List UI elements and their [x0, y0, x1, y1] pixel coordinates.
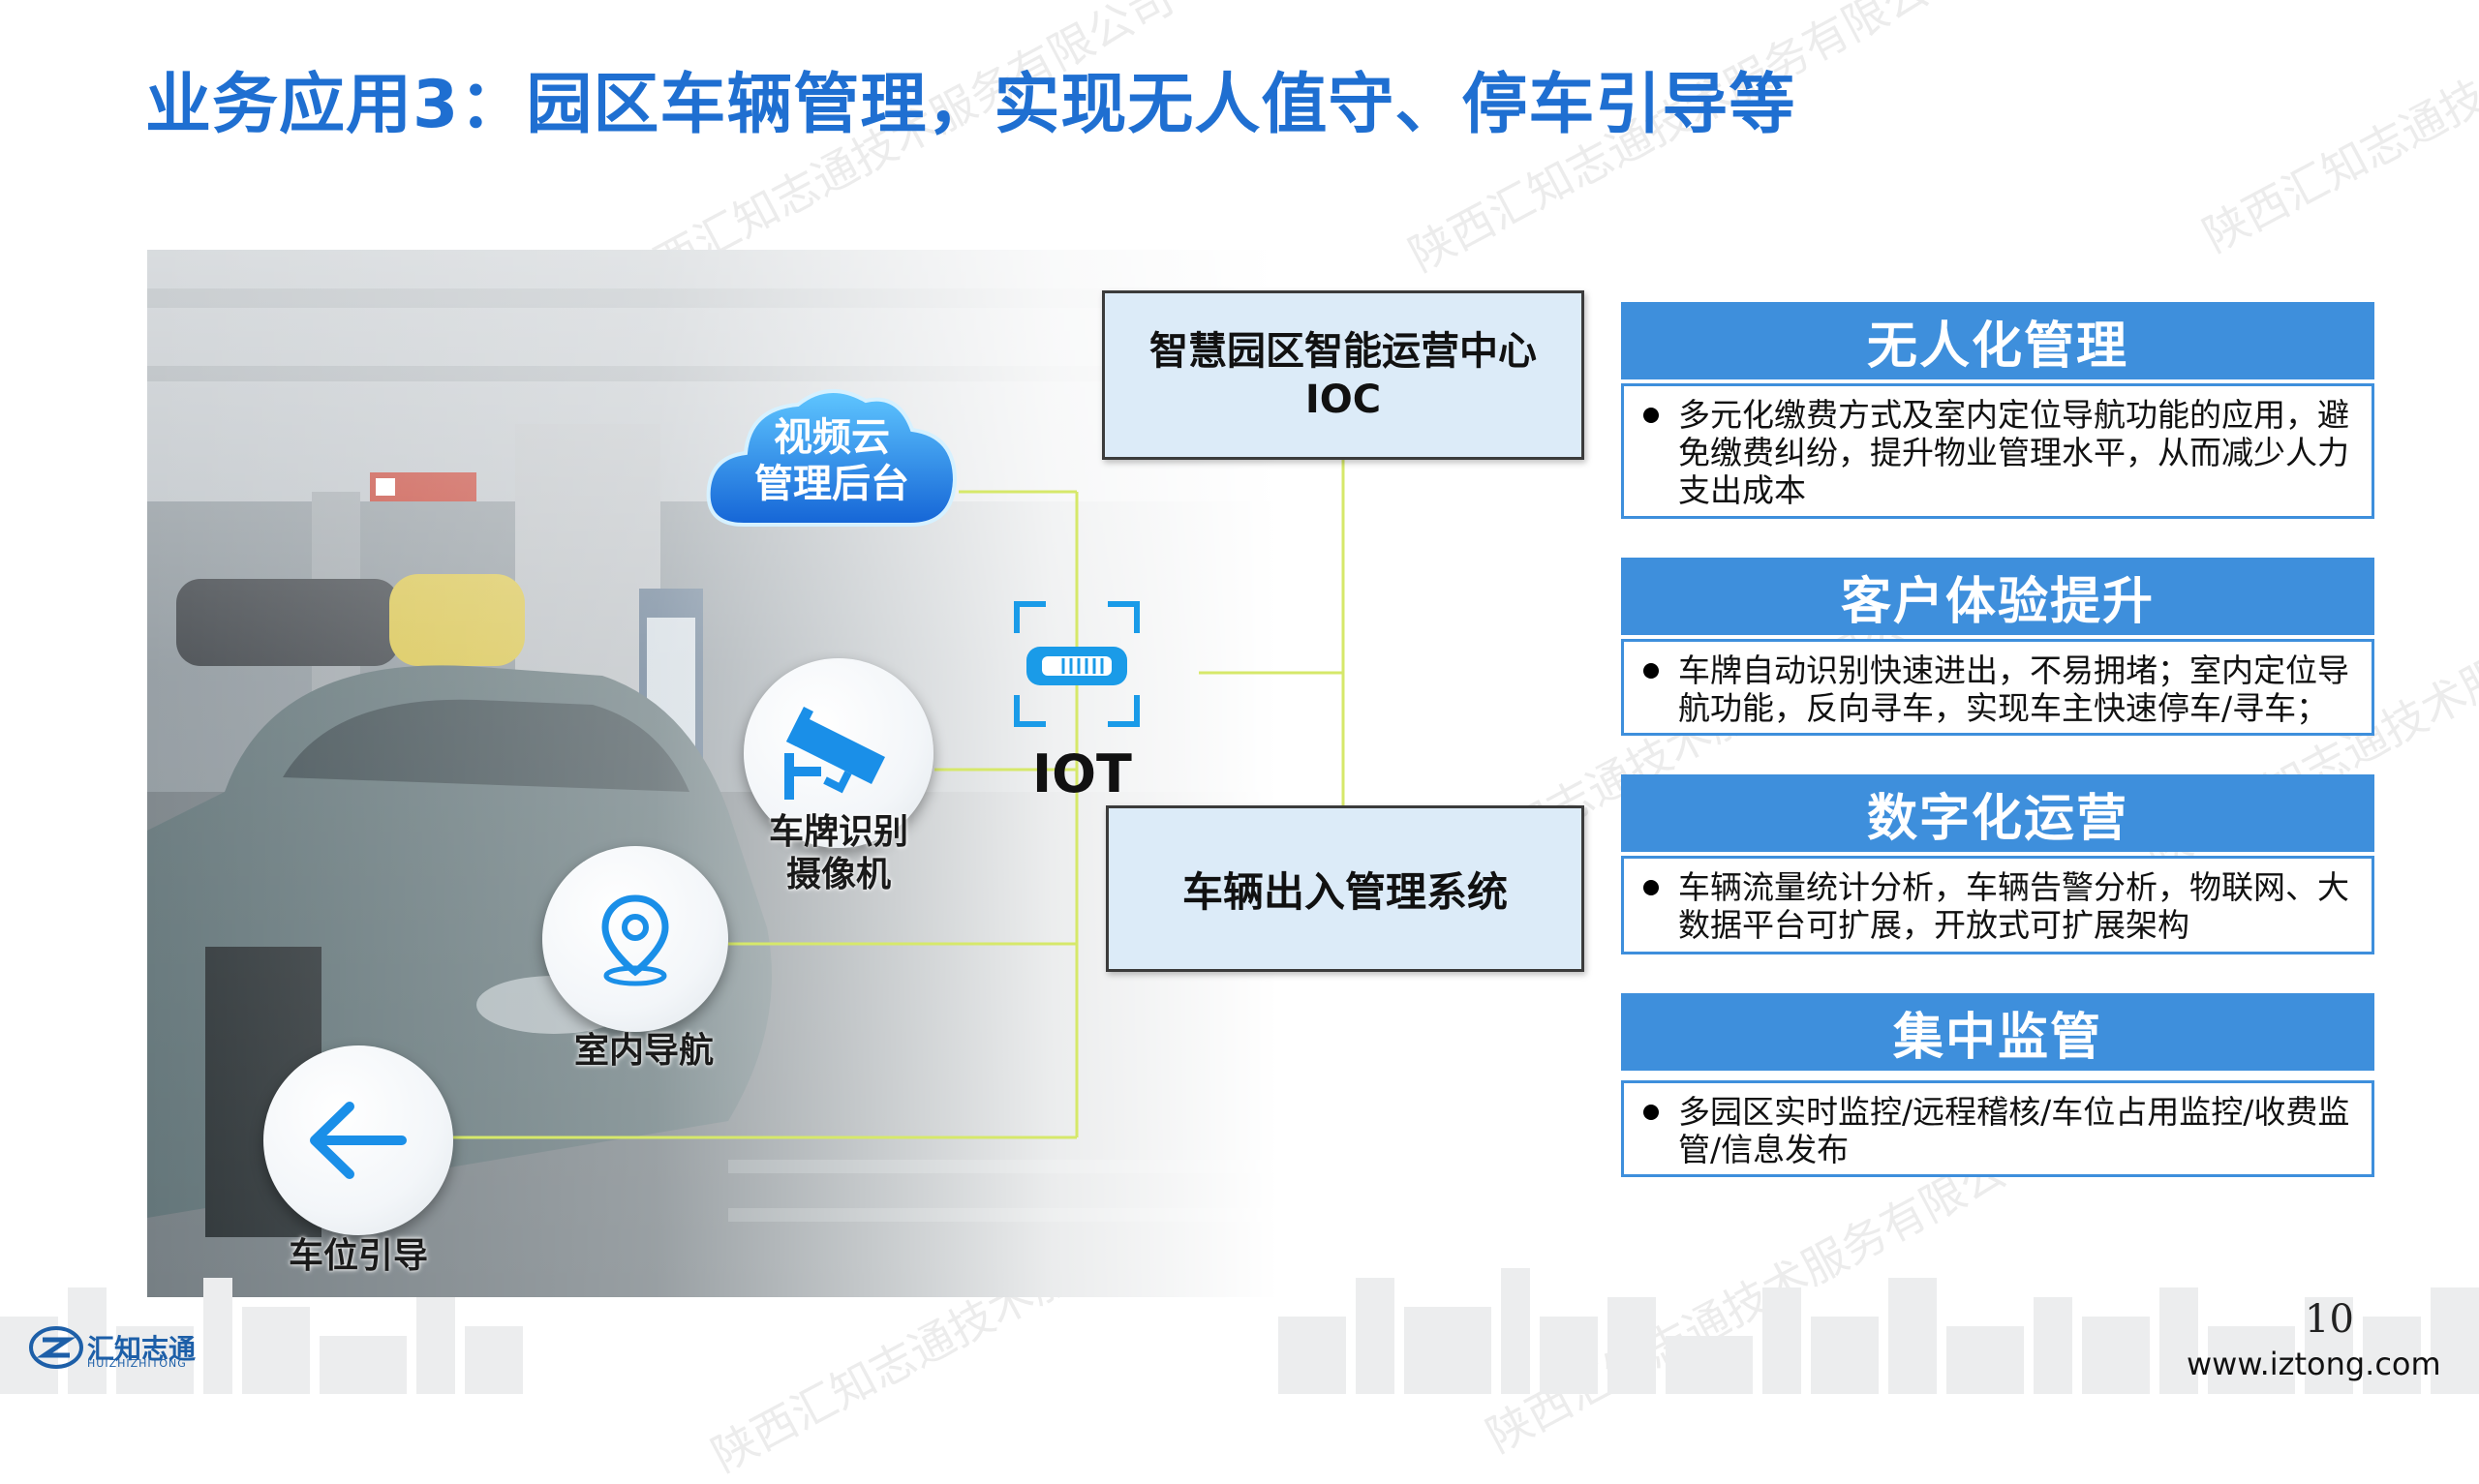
camera-label-2: 摄像机: [785, 855, 891, 894]
bullet-icon: [1643, 880, 1659, 895]
logo-icon: [29, 1326, 83, 1369]
panel-text: 多园区实时监控/远程稽核/车位占用监控/收费监管/信息发布: [1678, 1093, 2350, 1168]
navigation-node[interactable]: [542, 846, 728, 1032]
panel-title: 客户体验提升: [1840, 572, 2155, 631]
panel-title: 无人化管理: [1866, 317, 2128, 376]
connector-lines: [453, 460, 1345, 1139]
cloud-label-1: 视频云: [774, 415, 890, 460]
panel-title: 集中监管: [1892, 1008, 2102, 1067]
video-cloud-node[interactable]: 视频云 管理后台: [705, 379, 959, 534]
ioc-box[interactable]: 智慧园区智能运营中心 IOC: [1102, 290, 1584, 460]
panel-header-digital: 数字化运营: [1621, 774, 2374, 852]
camera-label-1: 车牌识别: [768, 812, 908, 852]
panel-header-unmanned: 无人化管理: [1621, 302, 2374, 379]
cloud-icon: [706, 388, 958, 527]
company-logo: [29, 1324, 83, 1371]
location-pin-icon: [601, 894, 669, 986]
camera-node[interactable]: [744, 658, 933, 848]
city-skyline: [0, 1268, 2479, 1394]
vehicle-system-label: 车辆出入管理系统: [1181, 867, 1508, 916]
panel-body-experience: 车牌自动识别快速进出，不易拥堵；室内定位导航功能，反向寻车，实现车主快速停车/寻…: [1621, 639, 2374, 736]
website-url[interactable]: www.iztong.com: [2187, 1346, 2441, 1382]
panel-text: 多元化缴费方式及室内定位导航功能的应用，避免缴费纠纷，提升物业管理水平，从而减少…: [1678, 396, 2349, 509]
ioc-label-1: 智慧园区智能运营中心: [1149, 328, 1537, 374]
vehicle-access-system-box[interactable]: 车辆出入管理系统: [1106, 805, 1584, 972]
panel-body-unmanned: 多元化缴费方式及室内定位导航功能的应用，避免缴费纠纷，提升物业管理水平，从而减少…: [1621, 383, 2374, 519]
iot-label: IOT: [1032, 743, 1132, 804]
parking-guide-node[interactable]: [263, 1045, 453, 1235]
arrow-left-icon: [310, 1102, 407, 1179]
logo-subtitle: HUIZHIZHITONG: [87, 1357, 187, 1370]
page-title: 业务应用3：园区车辆管理，实现无人值守、停车引导等: [145, 67, 1796, 143]
panel-body-digital: 车辆流量统计分析，车辆告警分析，物联网、大数据平台可扩展，开放式可扩展架构: [1621, 856, 2374, 954]
navigation-label: 室内导航: [573, 1031, 714, 1071]
logo-name: 汇知志通: [87, 1333, 197, 1365]
bullet-icon: [1643, 663, 1659, 679]
panel-text: 车牌自动识别快速进出，不易拥堵；室内定位导航功能，反向寻车，实现车主快速停车/寻…: [1678, 651, 2349, 727]
panel-header-experience: 客户体验提升: [1621, 558, 2374, 635]
bullet-icon: [1643, 408, 1659, 423]
camera-icon: [784, 707, 885, 800]
parking-guide-label: 车位引导: [288, 1236, 428, 1276]
panel-title: 数字化运营: [1866, 789, 2128, 848]
panel-text: 车辆流量统计分析，车辆告警分析，物联网、大数据平台可扩展，开放式可扩展架构: [1678, 868, 2349, 944]
page-number: 10: [2305, 1297, 2354, 1342]
iot-chip-icon: [1014, 601, 1140, 727]
bullet-icon: [1643, 1105, 1659, 1120]
iot-node[interactable]: [1013, 600, 1141, 728]
panel-body-supervision: 多园区实时监控/远程稽核/车位占用监控/收费监管/信息发布: [1621, 1080, 2374, 1177]
panel-header-supervision: 集中监管: [1621, 993, 2374, 1071]
cloud-label-2: 管理后台: [754, 462, 909, 506]
ioc-label-2: IOC: [1304, 377, 1382, 422]
